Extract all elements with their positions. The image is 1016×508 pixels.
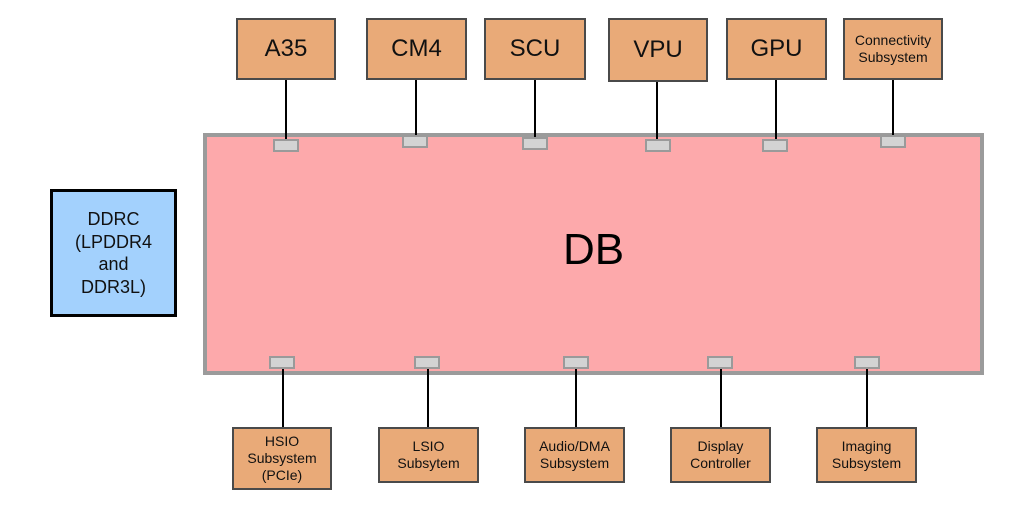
wire-gpu bbox=[775, 80, 777, 139]
cm4-block: CM4 bbox=[366, 18, 467, 80]
port-gpu bbox=[762, 139, 788, 152]
ddrc-label: DDRC (LPDDR4 and DDR3L) bbox=[74, 209, 153, 297]
gpu-block: GPU bbox=[726, 18, 827, 80]
wire-vpu bbox=[656, 82, 658, 139]
display-controller-block: Display Controller bbox=[670, 427, 771, 483]
port-imaging bbox=[854, 356, 880, 369]
display-controller-label: Display Controller bbox=[690, 438, 751, 471]
imaging-label: Imaging Subsystem bbox=[831, 438, 902, 471]
wire-connectivity bbox=[892, 80, 894, 135]
wire-a35 bbox=[285, 80, 287, 139]
connectivity-block: Connectivity Subsystem bbox=[843, 18, 943, 80]
port-cm4 bbox=[402, 135, 428, 148]
scu-label: SCU bbox=[509, 34, 561, 62]
ddrc-block: DDRC (LPDDR4 and DDR3L) bbox=[50, 189, 177, 317]
wire-audio-dma bbox=[575, 369, 577, 427]
port-audio-dma bbox=[563, 356, 589, 369]
hsio-label: HSIO Subsystem (PCIe) bbox=[247, 433, 317, 483]
db-block: DB bbox=[203, 133, 984, 375]
hsio-block: HSIO Subsystem (PCIe) bbox=[232, 427, 332, 490]
db-label: DB bbox=[562, 225, 625, 274]
wire-cm4 bbox=[415, 80, 417, 135]
wire-hsio bbox=[282, 369, 284, 427]
audio-dma-block: Audio/DMA Subsystem bbox=[524, 427, 625, 483]
wire-imaging bbox=[866, 369, 868, 427]
wire-lsio bbox=[427, 369, 429, 427]
port-lsio bbox=[414, 356, 440, 369]
wire-scu bbox=[534, 80, 536, 137]
port-scu bbox=[522, 137, 548, 150]
a35-block: A35 bbox=[236, 18, 336, 80]
lsio-label: LSIO Subsytem bbox=[397, 438, 460, 471]
port-connectivity bbox=[880, 135, 906, 148]
wire-display bbox=[720, 369, 722, 427]
cm4-label: CM4 bbox=[391, 34, 442, 62]
imaging-block: Imaging Subsystem bbox=[816, 427, 917, 483]
lsio-block: LSIO Subsytem bbox=[378, 427, 479, 483]
scu-block: SCU bbox=[484, 18, 586, 80]
vpu-block: VPU bbox=[608, 18, 708, 82]
port-vpu bbox=[645, 139, 671, 152]
port-display bbox=[707, 356, 733, 369]
port-a35 bbox=[273, 139, 299, 152]
connectivity-label: Connectivity Subsystem bbox=[854, 32, 932, 65]
a35-label: A35 bbox=[264, 34, 308, 62]
port-hsio bbox=[269, 356, 295, 369]
gpu-label: GPU bbox=[750, 34, 803, 62]
audio-dma-label: Audio/DMA Subsystem bbox=[539, 438, 610, 471]
vpu-label: VPU bbox=[633, 35, 683, 63]
